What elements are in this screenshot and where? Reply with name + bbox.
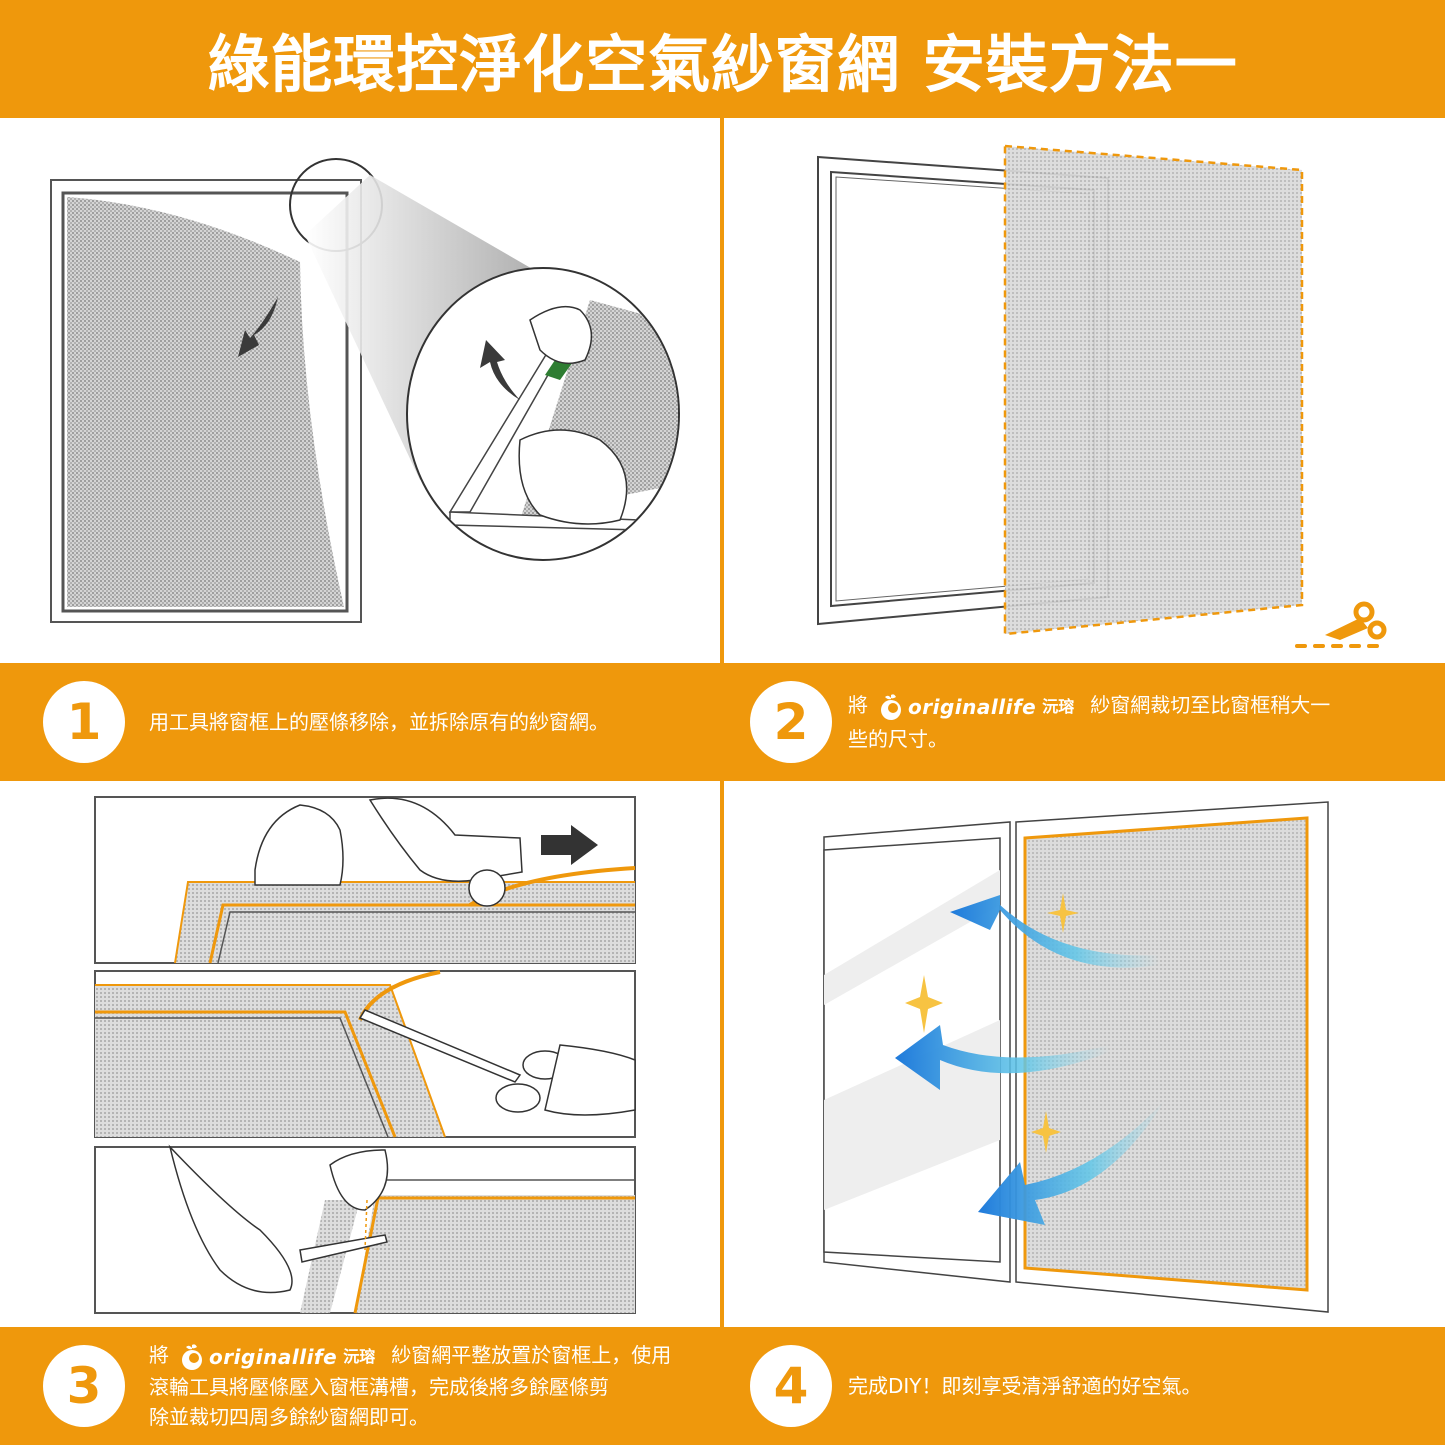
illustration-step-1	[0, 118, 720, 663]
step-description: 完成DIY！即刻享受清淨舒適的好空氣。	[848, 1374, 1202, 1398]
step-2: 2 將 originallife 沅瑢 紗窗網裁切至比窗框稍大一 些的尺寸。	[750, 663, 1330, 781]
step-description: 將 originallife 沅瑢 紗窗網裁切至比窗框稍大一 些的尺寸。	[848, 689, 1330, 755]
brand-mark: originallife 沅瑢	[179, 1342, 385, 1372]
step-number-badge: 1	[43, 681, 125, 763]
step-bar-bottom: 3 將 originallife 沅瑢 紗窗網平整放置於窗框上，使用 滾輪工具將…	[0, 1327, 1445, 1445]
step-number-badge: 3	[43, 1345, 125, 1427]
panel-divider	[720, 118, 724, 663]
step-number-badge: 4	[750, 1345, 832, 1427]
airflow-arrow-icon	[978, 1100, 1165, 1225]
airflow-arrow-icon	[950, 895, 1160, 968]
page-header: 綠能環控淨化空氣紗窗網 安裝方法一	[0, 0, 1445, 118]
step-1: 1 用工具將窗框上的壓條移除，並拆除原有的紗窗網。	[43, 663, 609, 781]
page-title: 綠能環控淨化空氣紗窗網 安裝方法一	[207, 28, 1238, 101]
panel-divider	[720, 781, 724, 1327]
brand-mark: originallife 沅瑢	[878, 691, 1084, 723]
arrow-right-icon	[541, 825, 598, 865]
sparkle-icon	[1031, 1111, 1061, 1153]
illustration-step-3	[0, 781, 720, 1327]
strip-scissors	[94, 970, 636, 1138]
scissors-icon	[1295, 601, 1387, 648]
illustration-step-4	[724, 781, 1445, 1327]
step-bar-top: 1 用工具將窗框上的壓條移除，並拆除原有的紗窗網。 2 將 originalli…	[0, 663, 1445, 781]
sparkle-icon	[1047, 893, 1079, 933]
airflow-arrow-icon	[895, 1025, 1110, 1090]
strip-roller	[94, 796, 636, 964]
orange-fruit-logo-icon	[182, 1344, 202, 1370]
orange-fruit-logo-icon	[881, 694, 901, 720]
strip-knife	[94, 1144, 636, 1314]
step-description: 用工具將窗框上的壓條移除，並拆除原有的紗窗網。	[149, 710, 609, 734]
illustration-step-2	[724, 118, 1445, 663]
sparkle-icon	[905, 975, 943, 1033]
step-4: 4 完成DIY！即刻享受清淨舒適的好空氣。	[750, 1327, 1202, 1445]
step-3: 3 將 originallife 沅瑢 紗窗網平整放置於窗框上，使用 滾輪工具將…	[43, 1327, 671, 1445]
step-number-badge: 2	[750, 681, 832, 763]
step-description: 將 originallife 沅瑢 紗窗網平整放置於窗框上，使用 滾輪工具將壓條…	[149, 1342, 672, 1429]
